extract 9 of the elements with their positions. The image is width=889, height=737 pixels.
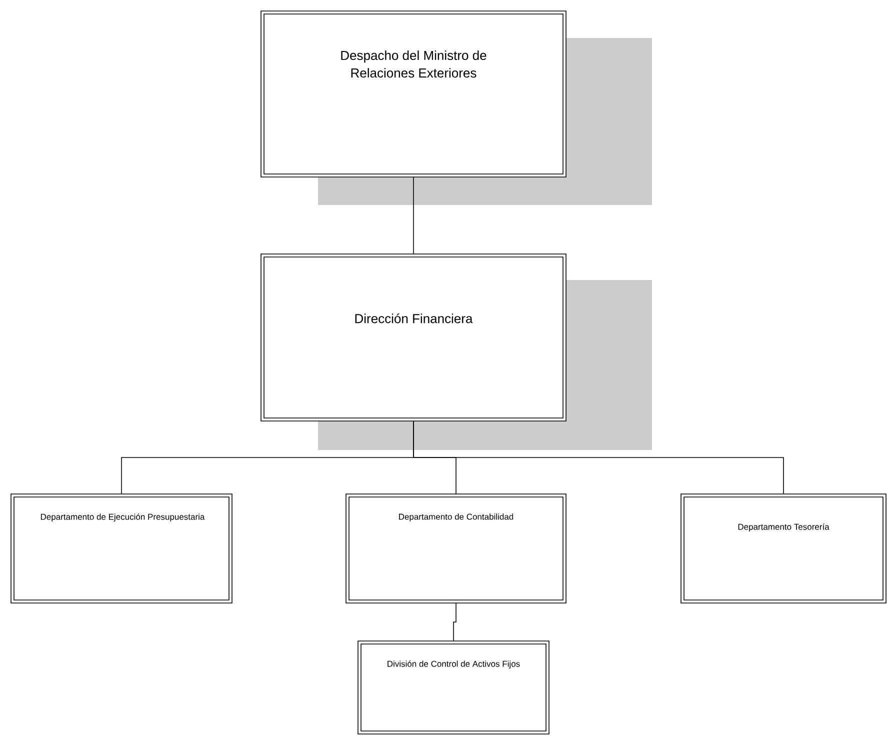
org-box: Despacho del Ministro de Relaciones Exteriores xyxy=(260,10,566,178)
org-box: Dirección Financiera xyxy=(260,254,566,422)
org-box: Departamento de Contabilidad xyxy=(346,494,566,604)
connector-line xyxy=(453,603,456,641)
org-box: Departamento Tesorería xyxy=(680,494,886,604)
org-box: Departamento de Ejecución Presupuestaria xyxy=(10,494,232,604)
connector-line xyxy=(413,177,414,254)
org-box: División de Control de Activos Fijos xyxy=(358,640,550,734)
connector-line xyxy=(413,421,784,494)
